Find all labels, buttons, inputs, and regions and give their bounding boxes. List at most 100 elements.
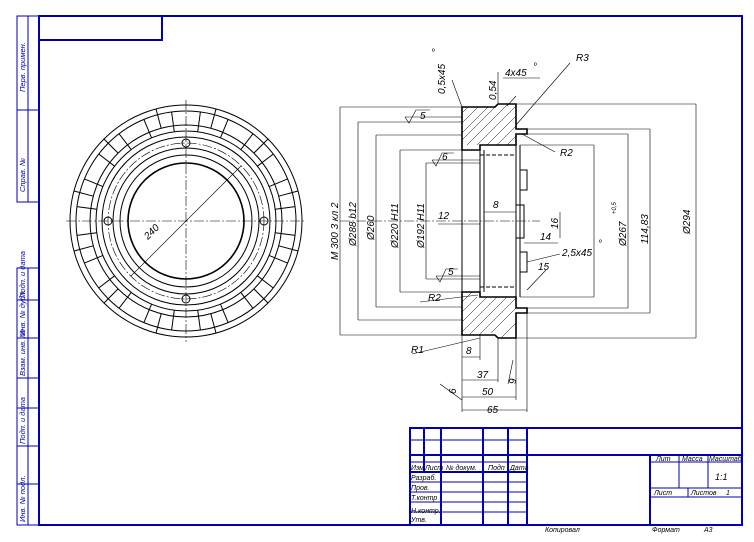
dim-thread-label: M 300 3 кл 2 [330,202,341,260]
dim-d260-label: Ø260 [366,215,377,241]
dim-15-label: 15 [538,262,550,273]
front-view-slot-line [171,310,175,331]
side-sprav-no: Справ. № [18,158,27,192]
tb-razrab: Разраб. [411,474,436,482]
front-view-slot-line [98,275,115,289]
front-view-slot-line [197,310,201,331]
front-view-slot-line [143,303,153,323]
dim-12-label: 12 [438,211,450,222]
front-view-tooth-line [155,313,162,334]
front-view-slots [73,108,299,334]
tb-col-podp: Подп [488,464,505,472]
dim-d267-tolerance: +0,5 [612,201,618,214]
front-view-tooth-line [210,108,217,129]
tb-t-kontr: Т.контр [411,495,437,502]
dim-r1-label: R1 [411,345,424,356]
side-vzam-inv: Взам. инв. № [18,330,27,376]
front-view-slot-line [171,111,175,132]
dim-50-label: 50 [482,387,494,398]
title-block: Изм Лист № докум. Подп Дата Разраб. Пров… [409,427,743,534]
front-view-slot-line [98,153,115,167]
tb-massa: Масса [682,456,703,463]
front-view-dim-240-line [130,165,242,277]
dim-8-top-label: 8 [493,200,499,211]
tb-listov: Листов [690,490,717,497]
tb-masshtab: Масштаб [709,455,743,463]
front-view-tooth-line [210,313,217,334]
tb-scale-value: 1:1 [715,472,728,482]
tb-kopiroval: Копировал [545,527,580,534]
section-top-hatch [461,103,517,146]
tb-list: Лист [653,490,672,497]
side-podp-data-1: Подп. и дата [18,251,27,298]
front-view-tooth-line [103,288,119,304]
dim-37-label: 37 [477,370,489,381]
tb-lit: Лит [655,456,671,463]
dim-054-label: 0,54 [488,80,499,100]
tb-col-list: Лист [424,465,443,472]
front-view-tooth-line [103,138,119,154]
dim-14-label: 14 [540,232,552,243]
roughness-5-bottom-label: 5 [448,267,454,278]
side-inv-dubl: Инв. № дубл. [18,290,27,336]
section-axial-dims [439,313,528,412]
section-extension-lines [339,106,480,336]
dim-114-label: 114,83 [640,214,651,244]
dim-6-label: 6 [448,388,459,394]
front-view-tooth-line [278,245,299,252]
tb-col-data: Дата [509,465,529,472]
dim-65-label: 65 [487,405,499,416]
front-view-slot-line [257,153,274,167]
side-podp-data-2: Подп. и дата [18,397,27,444]
front-view-tooth-line [253,288,269,304]
front-view-tooth-line [278,190,299,197]
front-view-slot-line [84,178,104,188]
section-right-groove [516,204,525,239]
tb-listov-value: 1 [726,490,730,497]
roughness-symbol-bottom [435,268,458,283]
front-view-slot-line [76,206,97,210]
dim-chamfer-4: 4x45 [505,68,527,79]
dim-r2-bottom-label: R2 [428,293,441,304]
front-view-slot-line [143,119,153,139]
front-view-slot-line [268,254,288,264]
dim-8-bottom-label: 8 [466,346,472,357]
tb-n-kontr: Н.контр. [411,508,441,515]
dim-16-label: 16 [550,217,561,229]
front-view-slot-line [197,111,201,132]
dim-chamfer-05-deg: ° [431,48,435,59]
tb-col-doc: № докум. [446,464,477,472]
side-perv-primen: Перв. примен. [18,42,27,92]
front-view: 240 [66,100,306,342]
section-bottom-profile [461,291,528,339]
dim-240-label: 240 [142,222,163,243]
sheet-frame [16,15,743,526]
front-view-slot-line [76,232,97,236]
section-bottom-hatch [461,291,517,339]
dim-chamfer-4-deg: ° [533,62,537,73]
tb-utv: Утв. [410,517,427,524]
tb-format: Формат [652,527,680,534]
front-view-slot-line [275,232,296,236]
front-view-slot-line [219,303,229,323]
tb-col-izm: Изм [411,465,424,472]
dim-r3-label: R3 [576,53,589,64]
front-view-tooth-line [155,108,162,129]
front-view-slot-line [84,254,104,264]
dim-chamfer-25: 2,5x45 [561,248,592,259]
dim-chamfer-25-deg: ° [598,239,602,250]
dim-d192-label: Ø192 H11 [416,203,427,249]
side-inv-podl: Инв. № подл. [18,475,27,522]
section-extension-lines-right [516,103,697,339]
dim-d294-label: Ø294 [682,209,693,235]
tb-format-value: А3 [703,527,713,534]
tb-prov: Пров. [411,485,430,492]
section-top-profile [461,103,528,151]
dim-chamfer-05: 0,5x45 [437,64,448,94]
front-view-slot-line [268,178,288,188]
front-view-tooth-line [253,138,269,154]
front-view-slot-line [118,133,132,150]
front-view-slot-line [118,292,132,309]
dim-r2-top-label: R2 [560,148,573,159]
